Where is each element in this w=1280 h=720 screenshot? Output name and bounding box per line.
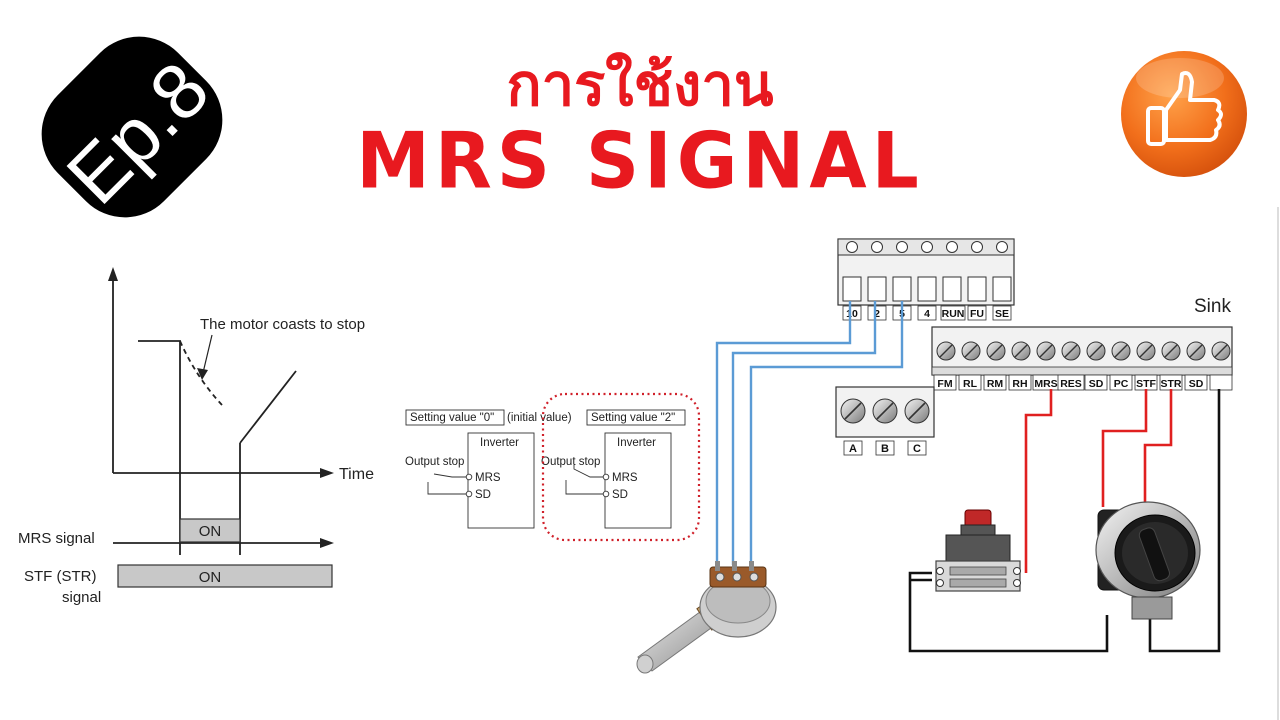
stf-on-bar <box>117 564 333 588</box>
terminal-a: A <box>849 443 857 455</box>
like-button[interactable] <box>1118 48 1250 180</box>
output-stop-right: Output stop <box>541 456 600 468</box>
inverter-box-left <box>467 432 535 529</box>
terminal-fu: FU <box>970 308 984 320</box>
terminal-str: STR <box>1161 378 1182 390</box>
output-stop-left: Output stop <box>405 456 464 468</box>
terminal-10: 10 <box>846 308 858 320</box>
terminal-rh: RH <box>1012 378 1027 390</box>
title-thai: การใช้งาน <box>506 51 774 119</box>
terminal-b: B <box>881 443 889 455</box>
terminal-c: C <box>913 443 921 455</box>
terminal-pc: PC <box>1114 378 1129 390</box>
initial-value-note: (initial value) <box>507 412 572 424</box>
inverter-box-right <box>604 432 672 529</box>
inverter-label-left: Inverter <box>480 437 519 449</box>
episode-badge: Ep.8 <box>41 36 226 221</box>
selector-switch <box>1095 501 1201 620</box>
common-wires <box>908 389 1221 653</box>
terminal-se: SE <box>995 308 1009 320</box>
mrs-on-label: ON <box>199 523 222 540</box>
time-axis-label: Time <box>339 466 374 483</box>
setting-value-diagram: Setting value "0" (initial value) Settin… <box>405 392 701 542</box>
terminal-stf: STF <box>1136 378 1156 390</box>
setting-2-label: Setting value "2" <box>591 412 675 424</box>
terminal-sd-2: SD <box>1189 378 1204 390</box>
terminal-sd-1: SD <box>1089 378 1104 390</box>
timing-chart: The motor coasts to stop Time ON MRS sig… <box>18 267 374 606</box>
terminal-wiring-diagram: 10 2 5 4 RUN FU SE <box>636 207 1279 720</box>
potentiometer <box>636 561 777 674</box>
inverter-label-right: Inverter <box>617 437 656 449</box>
terminal-rl: RL <box>963 378 978 390</box>
stf-on-label: ON <box>199 569 222 586</box>
terminal-2: 2 <box>874 308 880 320</box>
push-button-switch <box>935 509 1021 592</box>
red-signal-wires <box>1024 389 1173 573</box>
mrs-on-pulse <box>179 518 241 543</box>
stf-signal-label-2: signal <box>62 589 101 606</box>
mrs-signal-label: MRS signal <box>18 530 95 547</box>
relay-terminal-block: A B C <box>835 386 935 456</box>
terminal-rm: RM <box>987 378 1004 390</box>
terminal-mrs: MRS <box>1034 378 1057 390</box>
control-terminal-block: FM RL RM RH MRS RES SD PC STF STR SD Sin… <box>931 296 1233 391</box>
terminal-res: RES <box>1060 378 1082 390</box>
sink-label: Sink <box>1194 296 1231 317</box>
title-mrs-signal: MRS SIGNAL <box>356 115 924 207</box>
episode-label: Ep.8 <box>50 45 226 221</box>
mrs-right: MRS <box>612 472 638 484</box>
speed-line <box>138 340 181 555</box>
stf-signal-label-1: STF (STR) <box>24 568 97 585</box>
terminal-fm: FM <box>937 378 952 390</box>
sd-left: SD <box>475 489 491 501</box>
setting-2-highlight <box>541 392 701 542</box>
terminal-4: 4 <box>924 308 930 320</box>
thumbs-up-icon <box>1146 71 1223 146</box>
potentiometer-wires <box>715 301 904 565</box>
mrs-left: MRS <box>475 472 501 484</box>
sd-right: SD <box>612 489 628 501</box>
terminal-run: RUN <box>942 308 965 320</box>
coast-annotation: The motor coasts to stop <box>200 316 365 333</box>
setting-0-label: Setting value "0" <box>410 412 494 424</box>
analog-terminal-block: 10 2 5 4 RUN FU SE <box>837 238 1015 321</box>
